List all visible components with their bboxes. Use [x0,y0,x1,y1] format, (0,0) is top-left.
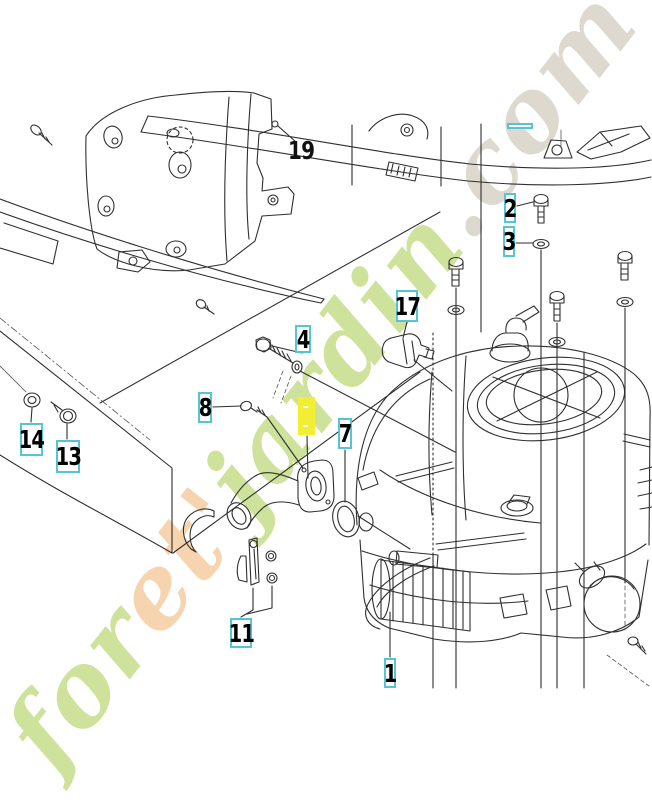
starter-motor-drawing [365,550,471,632]
callout-box-4[interactable]: 4 [295,325,311,353]
callout-number: 11 [228,618,254,648]
bolt-part8-drawing [240,400,268,418]
gasket-drawing [332,500,360,538]
fuel-solenoid-drawing [381,333,435,369]
assembly-axis-lines [351,123,626,689]
oil-filter-drawing [574,561,650,687]
callout-number: 14 [18,425,45,454]
callout-number: 3 [502,227,517,256]
callout-box-14[interactable]: 14 [18,423,45,456]
callout-box-2[interactable]: 2 [503,193,518,223]
part-label-text: 19 [288,136,315,165]
callout-box-3[interactable]: 3 [502,226,517,257]
bolt-washer-hardware-drawing [447,193,634,348]
deck-panel-drawing [0,198,325,554]
screw-part4-drawing [255,336,303,404]
washer-bolt-13-14-drawing [23,392,77,424]
callout-number: 8 [198,393,213,422]
sheet-edge-lines [99,211,441,554]
callout-box-8[interactable]: 8 [198,392,212,423]
callout-number: 1 [383,658,398,688]
engine-body-drawing [355,305,652,643]
callout-number: 7 [338,419,353,448]
callout-box-17[interactable]: 17 [394,290,421,322]
callout-number: 17 [394,291,420,321]
callout-box-7[interactable]: 7 [338,418,352,449]
callout-number: 4 [296,324,311,354]
callout-box-1[interactable]: 1 [383,658,398,688]
crankcase-drawing [30,90,295,273]
callout-number: 2 [503,193,518,223]
frame-rail-drawing [140,113,652,186]
bracket-part11-drawing [236,537,278,586]
callout-box-11[interactable]: 11 [228,618,255,648]
callout-box-fragment [507,123,533,129]
highlighted-part-callout[interactable] [298,397,315,435]
part-label-19[interactable]: 19 [288,136,315,165]
callout-number: 13 [55,442,81,471]
callout-box-13[interactable]: 13 [55,440,82,473]
